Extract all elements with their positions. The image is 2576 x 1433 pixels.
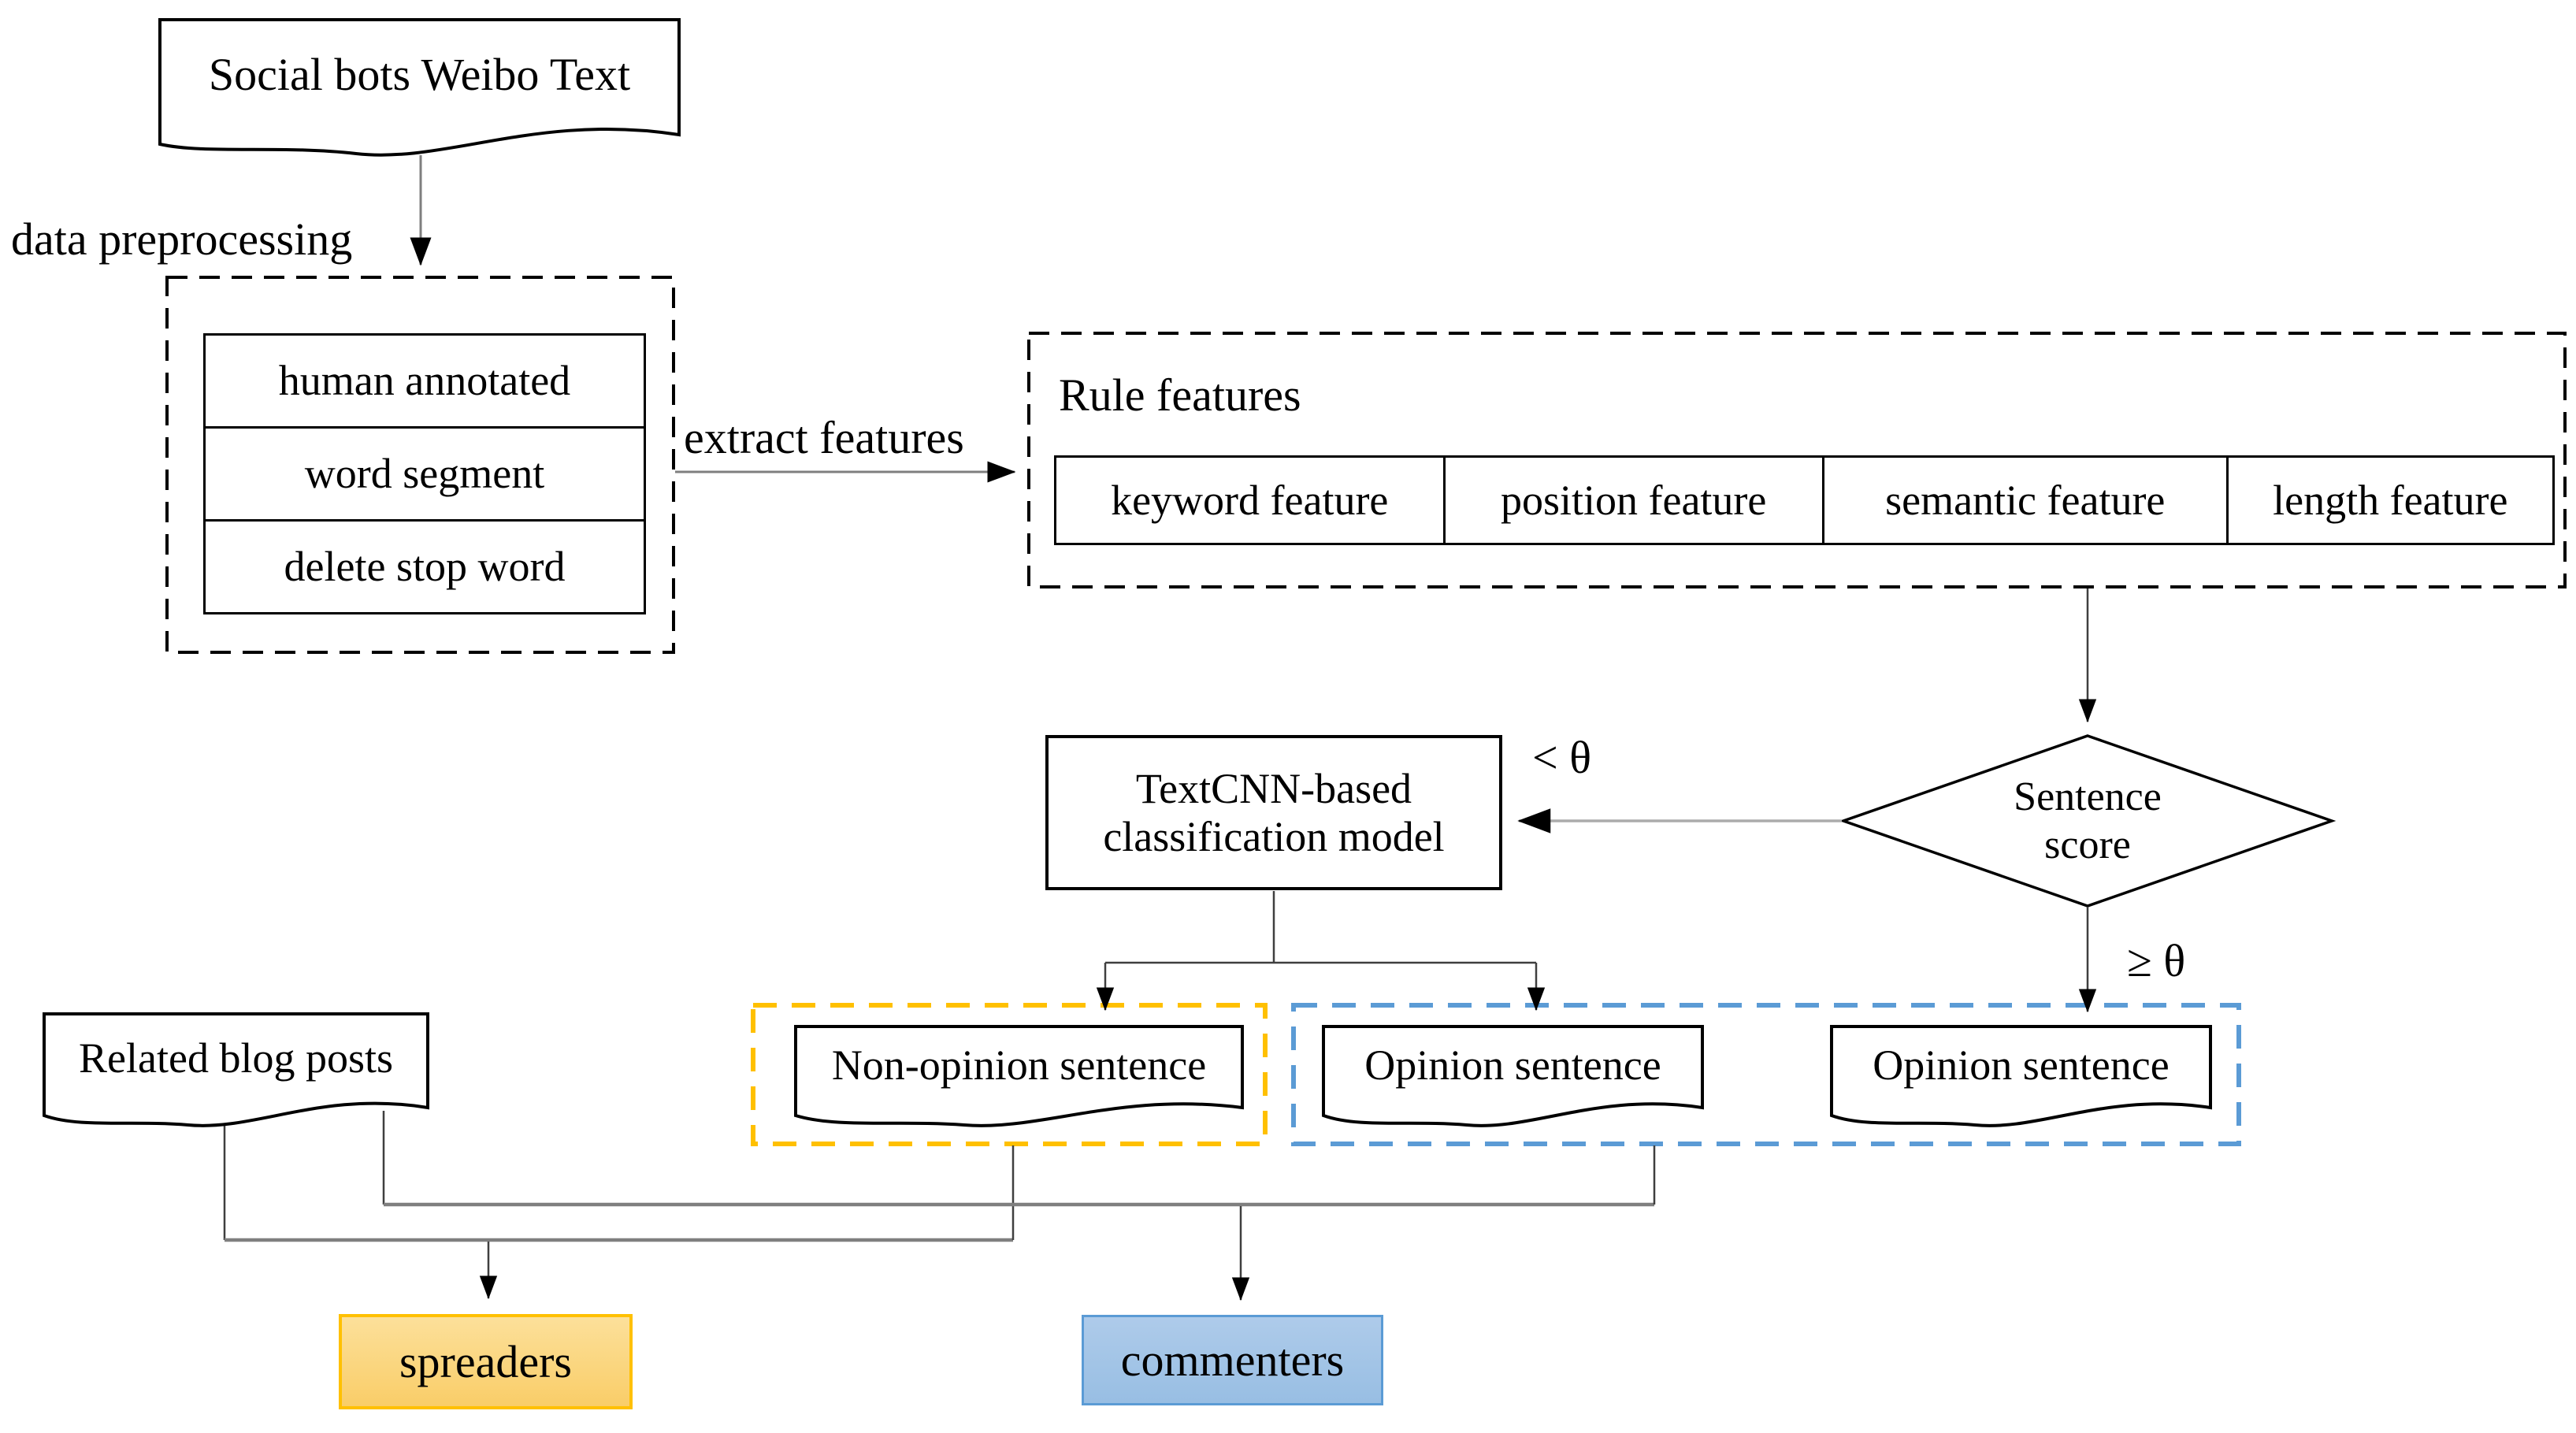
extract-features-label: extract features <box>684 412 964 463</box>
preprocessing-steps-table: human annotated word segment delete stop… <box>203 333 646 614</box>
rule-features-title: Rule features <box>1059 369 1301 421</box>
sentence-score-line2: score <box>2044 822 2131 867</box>
sentence-score-line1: Sentence <box>2014 774 2162 819</box>
commenters-label: commenters <box>1120 1335 1345 1386</box>
opinion-right-node: Opinion sentence <box>1829 1024 2213 1106</box>
social-bots-label: Social bots Weibo Text <box>208 48 631 100</box>
textcnn-line1: TextCNN-based <box>1135 765 1412 813</box>
opinion-dashed-box <box>1291 1003 2241 1146</box>
non-opinion-doc-shape <box>794 1025 1244 1127</box>
data-preprocessing-label: data preprocessing <box>11 213 353 265</box>
opinion-right-label: Opinion sentence <box>1873 1041 2170 1089</box>
opinion-left-node: Opinion sentence <box>1321 1024 1705 1106</box>
step-human-annotated: human annotated <box>278 357 571 405</box>
step-word-segment: word segment <box>206 426 644 519</box>
rule-features-dashed-box <box>1027 332 2567 588</box>
non-opinion-node: Non-opinion sentence <box>793 1024 1245 1106</box>
related-posts-doc-shape <box>43 1012 429 1127</box>
cell-keyword-feature: keyword feature <box>1111 476 1389 524</box>
sentence-score-label: Sentence score <box>1843 758 2332 884</box>
cell-position-feature: position feature <box>1442 458 1822 543</box>
spreaders-label: spreaders <box>399 1336 572 1387</box>
social-bots-doc-shape <box>158 18 681 157</box>
branch-ge-theta-label: ≥ θ <box>2127 935 2186 986</box>
opinion-left-doc-shape <box>1322 1025 1704 1127</box>
textcnn-node: TextCNN-based classification model <box>1045 735 1502 890</box>
non-opinion-dashed-box <box>751 1003 1268 1146</box>
textcnn-line2: classification model <box>1103 812 1445 860</box>
related-posts-label: Related blog posts <box>79 1034 393 1082</box>
preprocessing-dashed-box <box>165 276 675 654</box>
rule-features-table: keyword feature position feature semanti… <box>1054 455 2555 545</box>
cell-semantic-feature: semantic feature <box>1821 458 2226 543</box>
non-opinion-label: Non-opinion sentence <box>831 1041 1207 1089</box>
step-delete-stop-word: delete stop word <box>206 519 644 612</box>
related-posts-node: Related blog posts <box>42 1012 430 1104</box>
sentence-score-diamond <box>1839 734 2337 908</box>
commenters-node: commenters <box>1082 1315 1383 1405</box>
social-bots-node: Social bots Weibo Text <box>158 17 681 132</box>
cell-length-feature: length feature <box>2225 458 2552 543</box>
branch-lt-theta-label: < θ <box>1532 732 1591 783</box>
opinion-right-doc-shape <box>1830 1025 2212 1127</box>
opinion-left-label: Opinion sentence <box>1364 1041 1661 1089</box>
spreaders-node: spreaders <box>339 1314 633 1409</box>
